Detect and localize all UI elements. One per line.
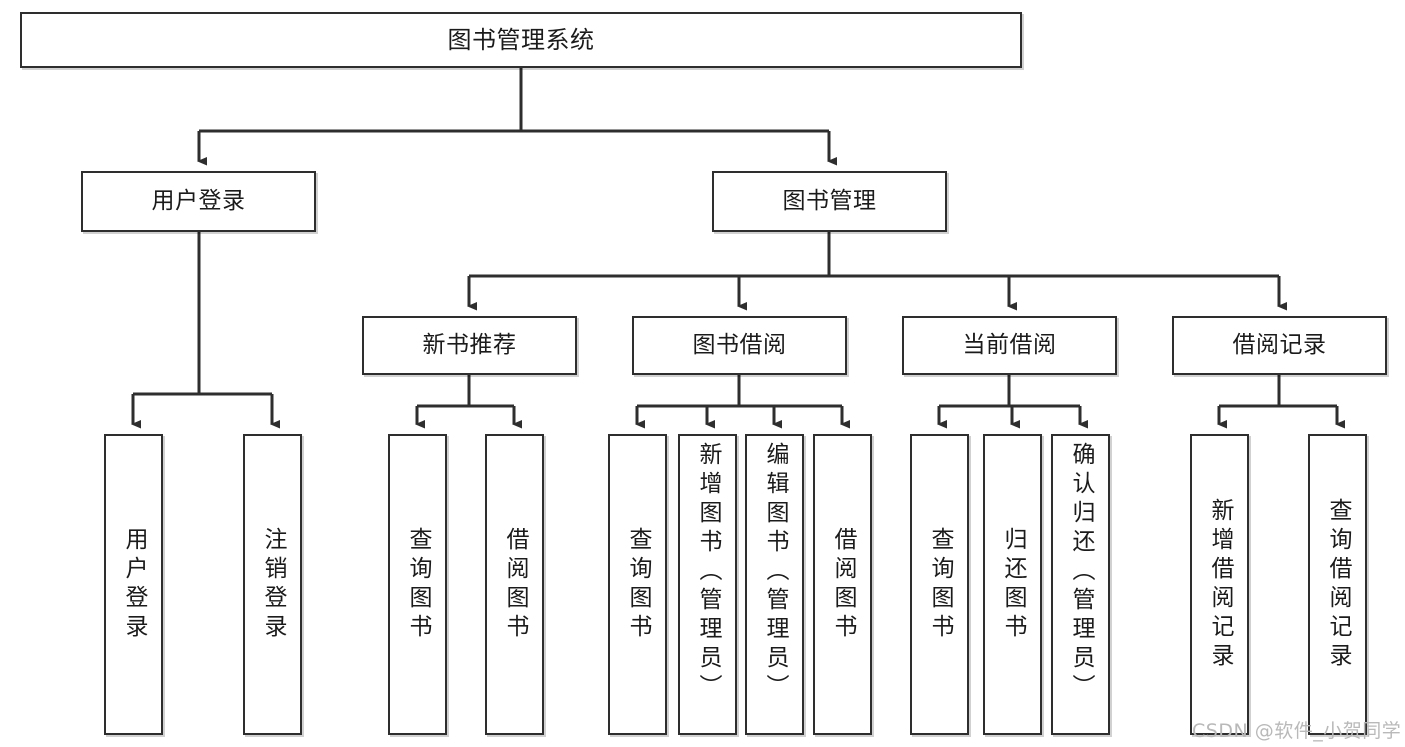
node-label: 查询图书	[405, 526, 431, 643]
leaf-query-borrow-record[interactable]: 查询借阅记录	[1308, 434, 1367, 735]
node-new-book-recommend[interactable]: 新书推荐	[362, 316, 577, 375]
node-label: 查询借阅记录	[1325, 497, 1351, 672]
leaf-confirm-return-admin[interactable]: 确认归还（管理员）	[1051, 434, 1110, 735]
csdn-watermark: CSDN @软件_小贺同学	[1192, 720, 1402, 742]
leaf-add-book-admin[interactable]: 新增图书（管理员）	[678, 434, 737, 735]
leaf-user-logout[interactable]: 注销登录	[243, 434, 302, 735]
node-label: 图书借阅	[692, 331, 787, 358]
leaf-edit-book-admin[interactable]: 编辑图书（管理员）	[745, 434, 804, 735]
leaf-add-borrow-record[interactable]: 新增借阅记录	[1190, 434, 1249, 735]
node-book-manage[interactable]: 图书管理	[712, 171, 947, 232]
node-user-login[interactable]: 用户登录	[81, 171, 316, 232]
leaf-query-book-borrow[interactable]: 查询图书	[608, 434, 667, 735]
node-root-system[interactable]: 图书管理系统	[20, 12, 1022, 68]
leaf-borrow-book-new[interactable]: 借阅图书	[485, 434, 544, 735]
node-label: 注销登录	[260, 526, 286, 643]
leaf-user-login[interactable]: 用户登录	[104, 434, 163, 735]
node-label: 图书管理	[782, 187, 877, 214]
node-current-borrow[interactable]: 当前借阅	[902, 316, 1117, 375]
node-label: 编辑图书（管理员）	[762, 442, 788, 703]
node-label: 新书推荐	[422, 331, 517, 358]
node-label: 查询图书	[625, 526, 651, 643]
node-label: 新增借阅记录	[1207, 497, 1233, 672]
node-label: 新增图书（管理员）	[695, 442, 721, 703]
leaf-return-book[interactable]: 归还图书	[983, 434, 1042, 735]
node-label: 用户登录	[121, 526, 147, 643]
leaf-query-book-current[interactable]: 查询图书	[910, 434, 969, 735]
node-label: 借阅图书	[830, 526, 856, 643]
node-book-borrow[interactable]: 图书借阅	[632, 316, 847, 375]
node-borrow-record[interactable]: 借阅记录	[1172, 316, 1387, 375]
node-label: 确认归还（管理员）	[1068, 442, 1094, 703]
node-label: 归还图书	[1000, 526, 1026, 643]
node-label: 当前借阅	[962, 331, 1057, 358]
node-label: 用户登录	[151, 187, 246, 214]
leaf-query-book-new[interactable]: 查询图书	[388, 434, 447, 735]
node-label: 查询图书	[927, 526, 953, 643]
node-label: 借阅图书	[502, 526, 528, 643]
leaf-borrow-book[interactable]: 借阅图书	[813, 434, 872, 735]
node-label: 图书管理系统	[447, 25, 595, 54]
node-label: 借阅记录	[1232, 331, 1327, 358]
